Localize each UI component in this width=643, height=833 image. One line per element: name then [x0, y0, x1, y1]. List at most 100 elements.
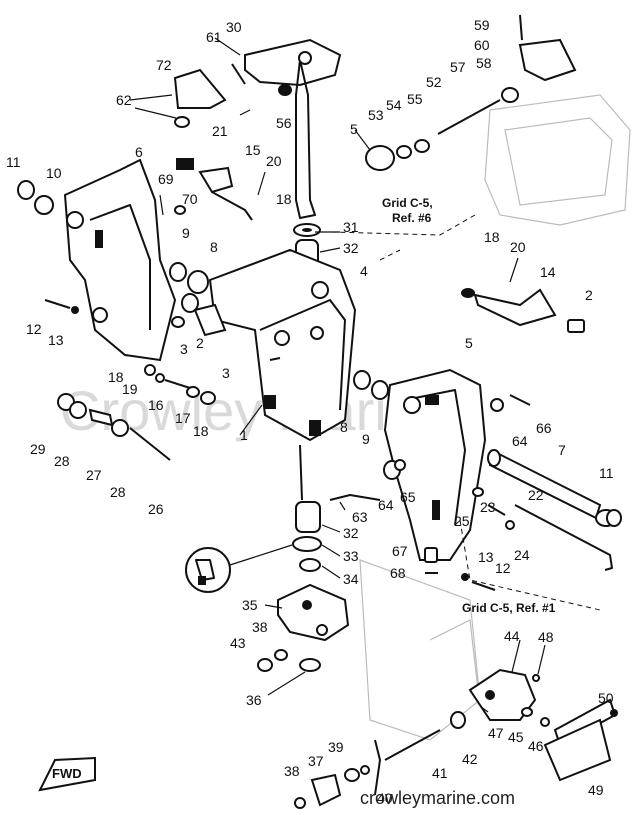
callout-6: 6: [135, 144, 143, 160]
callout-57: 57: [450, 59, 466, 75]
pin-70: [174, 205, 186, 215]
nut-11-right: [606, 509, 622, 527]
plate-49-body: [543, 718, 612, 782]
callout-15: 15: [245, 142, 261, 158]
fwd-arrow-icon: FWD: [38, 756, 96, 792]
bolt-66: [509, 394, 531, 406]
callout-47: 47: [488, 725, 504, 741]
callout-29: 29: [30, 441, 46, 457]
washer-42: [450, 711, 466, 729]
pin-45: [521, 707, 533, 717]
washer-54: [396, 145, 412, 159]
callout-49: 49: [588, 782, 604, 798]
callout-28-left: 28: [54, 453, 70, 469]
callout-56: 56: [276, 115, 292, 131]
spring-20-right: [509, 257, 519, 283]
washer-36: [299, 658, 321, 672]
callout-11-right: 11: [599, 465, 614, 481]
callout-35: 35: [242, 597, 258, 613]
steering-arm-30: [244, 38, 342, 219]
callout-24: 24: [514, 547, 530, 563]
watermark: crowleymarine.com: [360, 788, 515, 808]
callout-3-center: 3: [222, 365, 230, 381]
guide-dash-3: [329, 214, 476, 236]
nut-18-right: [461, 288, 475, 298]
bolt-52: [437, 99, 501, 135]
callout-48: 48: [538, 629, 554, 645]
callout-5-right: 5: [465, 335, 473, 351]
washer-55: [414, 139, 430, 153]
pin-3-center: [269, 357, 281, 361]
callout-18-top: 18: [276, 191, 292, 207]
callout-13-left: 13: [48, 332, 64, 348]
collar-53: [365, 145, 395, 171]
fitting-37: [310, 773, 342, 807]
callout-9-left: 9: [182, 225, 190, 241]
callout-25: 25: [454, 513, 470, 529]
callout-22: 22: [528, 487, 544, 503]
callout-65: 65: [400, 489, 416, 505]
grid-ref-c5-1: Grid C-5, Ref. #1: [462, 601, 556, 615]
callout-32-lower: 32: [343, 525, 359, 541]
callout-38-upper: 38: [252, 619, 268, 635]
callout-45: 45: [508, 729, 524, 745]
washer-13-left: [71, 306, 79, 314]
lower-mount-35: [277, 583, 350, 642]
callout-66: 66: [536, 420, 552, 436]
washer-64-right: [490, 398, 504, 412]
callout-13-right: 13: [478, 549, 494, 565]
tilt-rod-22: [514, 504, 613, 571]
callout-31: 31: [343, 219, 359, 235]
fwd-label: FWD: [52, 766, 82, 781]
bolt-63: [329, 494, 381, 501]
callout-10: 10: [46, 165, 62, 181]
callout-2-left: 2: [196, 335, 204, 351]
callout-28-right: 28: [110, 484, 126, 500]
callout-14: 14: [540, 264, 556, 280]
callout-63: 63: [352, 509, 368, 525]
callout-42: 42: [462, 751, 478, 767]
callout-55: 55: [407, 91, 423, 107]
callout-36: 36: [246, 692, 262, 708]
screw-46: [540, 717, 550, 727]
callout-3-left: 3: [180, 341, 188, 357]
shaft-lower: [299, 444, 303, 501]
callout-54: 54: [386, 97, 402, 113]
guide-dash-1: [459, 519, 601, 611]
washer-13-right: [461, 573, 469, 581]
lever-14: [473, 288, 557, 327]
bolt-12-right: [471, 581, 496, 591]
washer-10: [34, 195, 54, 215]
callout-9-right: 9: [362, 431, 370, 447]
callout-61: 61: [206, 29, 222, 45]
callout-5-upper: 5: [350, 121, 358, 137]
bushing-8-right: [353, 370, 371, 390]
washer-9-right: [371, 380, 389, 400]
tube-26: [129, 427, 171, 461]
cable-40: [374, 739, 381, 796]
callout-60: 60: [474, 37, 490, 53]
trim-bracket-44: [468, 668, 537, 721]
callout-46: 46: [528, 738, 544, 754]
washer-39: [344, 768, 360, 782]
block-21: [176, 158, 194, 170]
callout-labels: 1 2 2 3 3 4 5 5 6 7 8 8 9 9 10 11 11 12 …: [6, 17, 614, 806]
guide-dash-2: [379, 249, 401, 261]
callout-39: 39: [328, 739, 344, 755]
nut-57: [501, 87, 519, 103]
tilt-tube-7: [487, 449, 617, 527]
callout-34: 34: [343, 571, 359, 587]
washer-19: [155, 373, 165, 383]
callout-7: 7: [558, 442, 566, 458]
pin-24: [505, 520, 515, 530]
washer-28-right: [111, 419, 129, 437]
rod-16: [164, 379, 191, 389]
swivel-bracket: [208, 248, 357, 442]
washer-28-left: [69, 401, 87, 419]
washer-33: [292, 536, 322, 552]
callout-30: 30: [226, 19, 242, 35]
nut-18-lower: [200, 391, 216, 405]
grid-ref-c5-6-line2: Ref. #6: [392, 211, 432, 225]
inset-leader: [229, 544, 293, 566]
